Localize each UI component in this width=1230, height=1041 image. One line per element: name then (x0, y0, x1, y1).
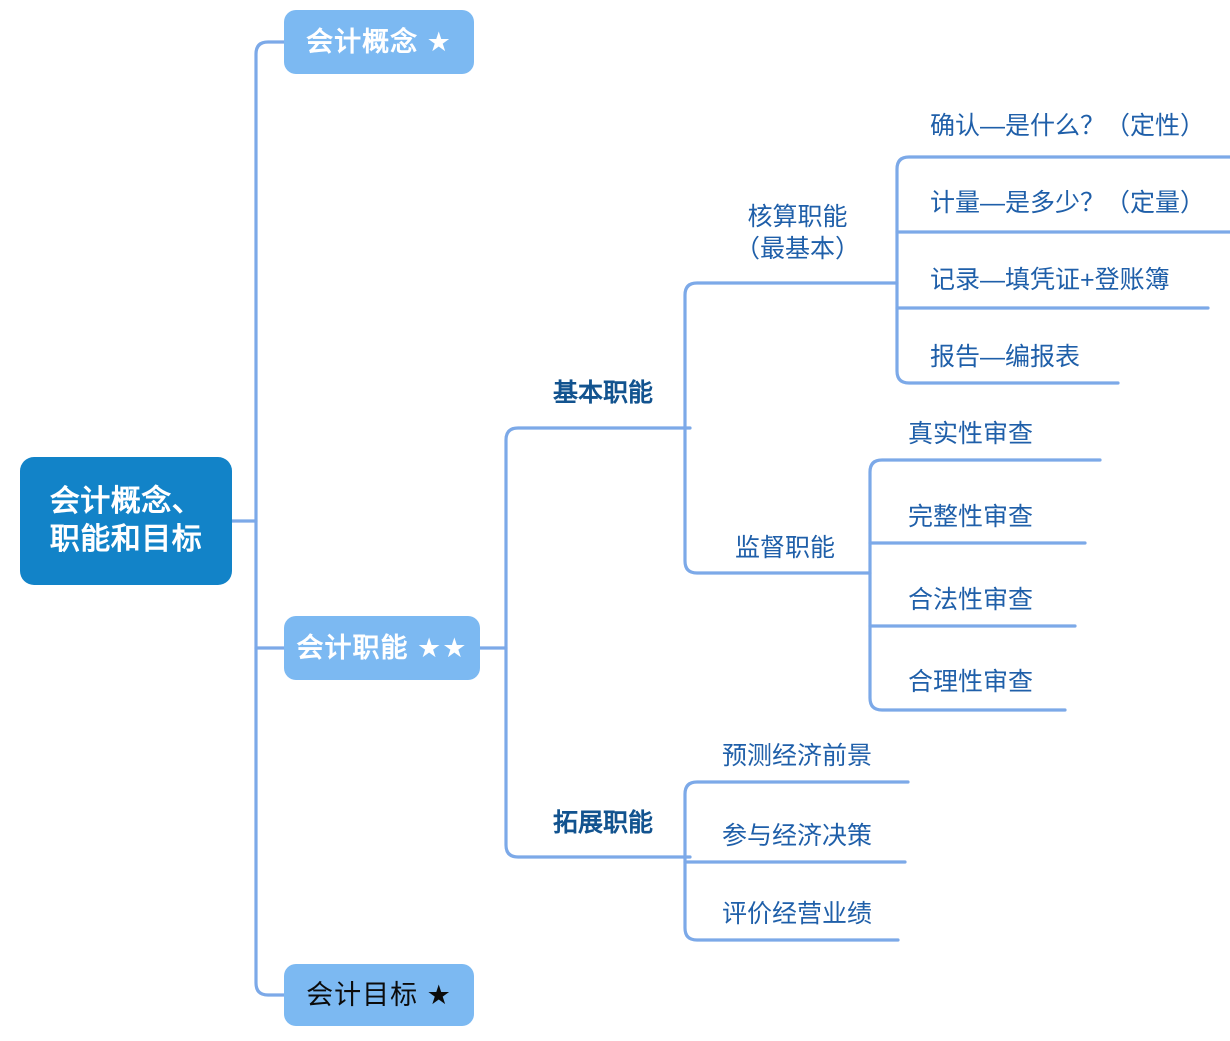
group-label-supervision[interactable]: 监督职能 (710, 530, 860, 566)
leaf-supervision-3-text: 合法性审查 (908, 586, 1034, 614)
group-label-accounting[interactable]: 核算职能 （最基本） (710, 197, 885, 269)
leaf-accounting-4-text: 报告—编报表 (930, 343, 1081, 371)
leaf-accounting-2[interactable]: 计量—是多少？（定量） (930, 185, 1230, 221)
leaf-accounting-2-text: 计量—是多少？（定量） (930, 189, 1206, 217)
level1-node-goal[interactable]: 会计目标 ★ (284, 964, 474, 1026)
leaf-supervision-4-text: 合理性审查 (908, 668, 1034, 696)
branch-label-expand[interactable]: 拓展职能 (528, 805, 678, 841)
leaf-supervision-2-text: 完整性审查 (908, 503, 1034, 531)
leaf-expansion-2-text: 参与经济决策 (722, 822, 873, 850)
leaf-accounting-3[interactable]: 记录—填凭证+登账簿 (930, 262, 1230, 298)
leaf-supervision-1[interactable]: 真实性审查 (908, 416, 1138, 452)
leaf-expansion-1-text: 预测经济前景 (722, 742, 873, 770)
leaf-expansion-1[interactable]: 预测经济前景 (722, 738, 952, 774)
level1-node-concept[interactable]: 会计概念 ★ (284, 10, 474, 74)
level1-node-function[interactable]: 会计职能 ★★ (284, 616, 480, 680)
leaf-supervision-1-text: 真实性审查 (908, 420, 1034, 448)
group-label-accounting-line2: （最基本） (734, 235, 860, 263)
level1-label-function: 会计职能 ★★ (296, 632, 468, 663)
group-label-supervision-line1: 监督职能 (734, 533, 835, 562)
level1-label-goal: 会计目标 ★ (306, 979, 452, 1010)
level1-label-concept: 会计概念 ★ (306, 26, 452, 57)
connector-level2-trunk (504, 426, 692, 859)
branch-text-basic: 基本职能 (552, 379, 653, 407)
leaf-accounting-1-text: 确认—是什么？（定性） (930, 112, 1206, 140)
root-label-line2: 职能和目标 (49, 523, 203, 556)
leaf-expansion-3-text: 评价经营业绩 (722, 900, 873, 928)
leaf-accounting-1[interactable]: 确认—是什么？（定性） (930, 108, 1230, 144)
leaf-expansion-2[interactable]: 参与经济决策 (722, 818, 952, 854)
leaf-supervision-2[interactable]: 完整性审查 (908, 499, 1138, 535)
leaf-accounting-3-text: 记录—填凭证+登账簿 (930, 266, 1170, 294)
group-label-accounting-line1: 核算职能 (747, 202, 848, 231)
branch-label-basic[interactable]: 基本职能 (528, 375, 678, 411)
root-node[interactable]: 会计概念、 职能和目标 (20, 457, 232, 585)
leaf-supervision-4[interactable]: 合理性审查 (908, 664, 1138, 700)
leaf-accounting-4[interactable]: 报告—编报表 (930, 339, 1230, 375)
root-label-line1: 会计概念、 (49, 484, 203, 518)
leaf-expansion-3[interactable]: 评价经营业绩 (722, 896, 952, 932)
branch-text-expand: 拓展职能 (552, 809, 653, 837)
connector-level1-trunk (254, 40, 286, 997)
leaf-supervision-3[interactable]: 合法性审查 (908, 582, 1138, 618)
